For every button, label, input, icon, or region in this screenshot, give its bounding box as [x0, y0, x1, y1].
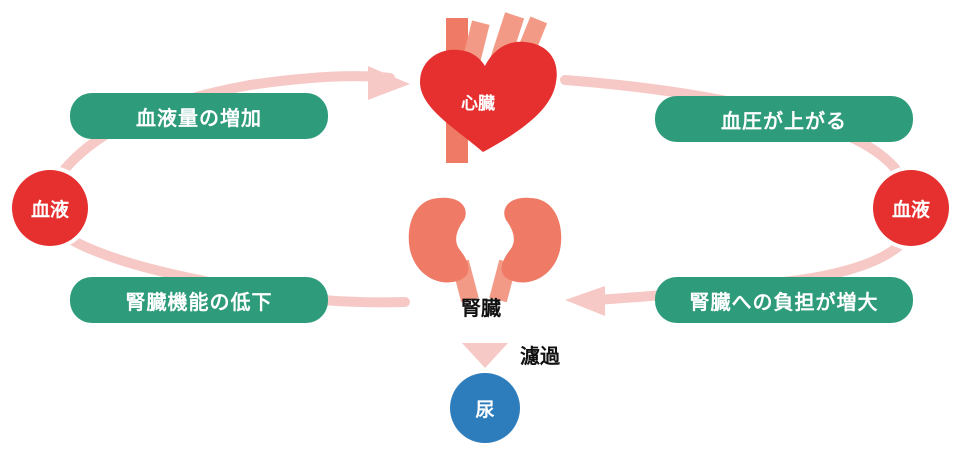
arrow-icon	[462, 343, 508, 368]
heart-label: 心臓	[461, 94, 495, 114]
blood-node-right: 血液	[873, 170, 949, 246]
arrow-icon	[368, 66, 410, 100]
urine-node: 尿	[450, 373, 520, 443]
kidney-icon	[408, 197, 562, 303]
flow-arc-left-top	[55, 71, 395, 180]
flow-arrowheads	[368, 66, 605, 368]
step-blood-volume-increase: 血液量の増加	[70, 93, 328, 139]
step-blood-pressure-rise: 血圧が上がる	[655, 96, 913, 142]
kidney-label: 腎臓	[461, 296, 501, 320]
blood-node-left: 血液	[12, 170, 88, 246]
step-kidney-burden-increase: 腎臓への負担が増大	[655, 277, 913, 323]
arrow-icon	[565, 286, 605, 316]
step-kidney-function-decline: 腎臓機能の低下	[70, 277, 328, 323]
heart-icon	[420, 12, 557, 163]
filtration-label: 濾過	[520, 344, 560, 368]
